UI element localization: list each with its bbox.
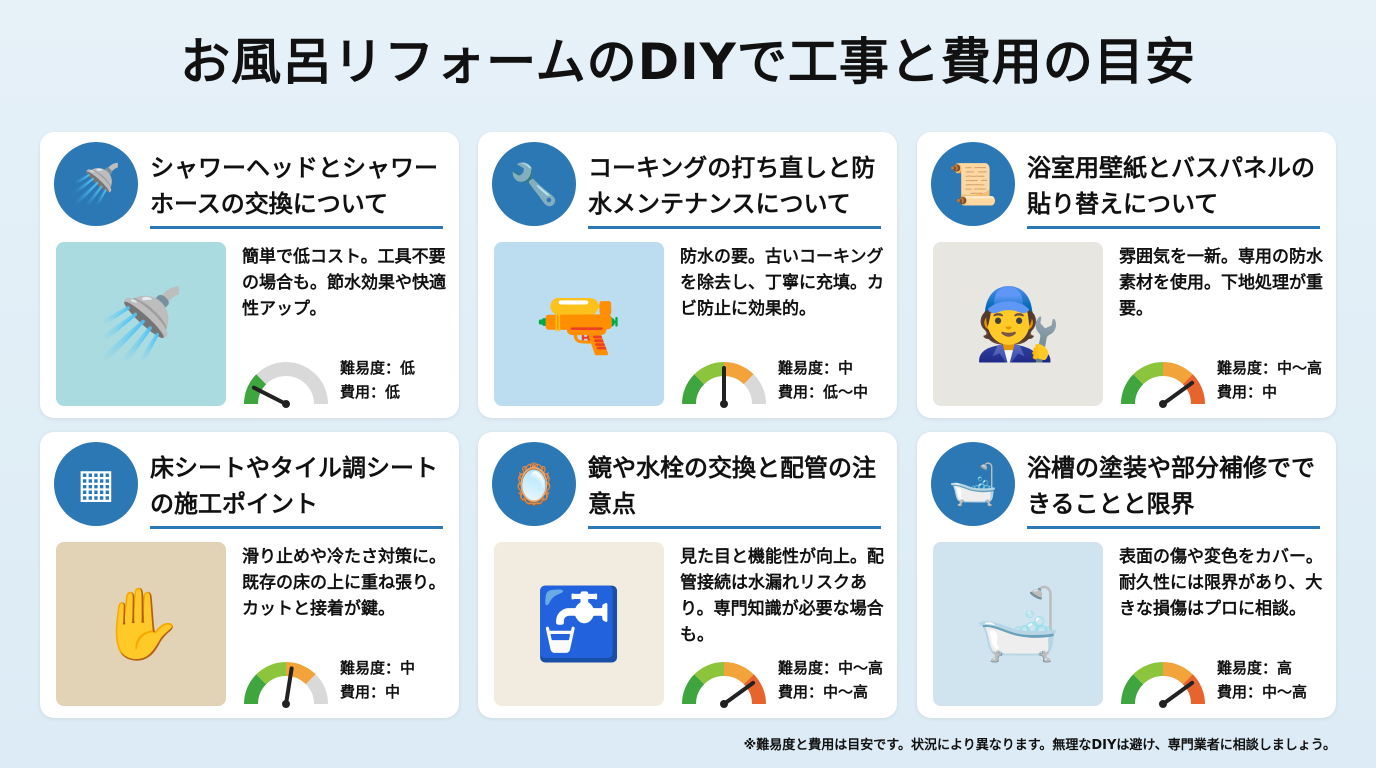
shower-head-icon: 🚿	[54, 142, 138, 226]
gauge-segment	[305, 374, 328, 404]
gauge-segment	[1133, 362, 1163, 385]
gauge-hub	[720, 700, 728, 708]
title-underline	[1027, 226, 1320, 229]
card-description: 滑り止めや冷たさ対策に。既存の床の上に重ね張り。カットと接着が鍵。	[242, 547, 446, 619]
difficulty-label: 難易度：中	[340, 659, 416, 677]
gauge-segment	[694, 362, 724, 385]
title-underline	[588, 526, 881, 529]
difficulty-label: 難易度：中～高	[778, 659, 884, 677]
card-illustration: 🔫	[494, 242, 664, 406]
gauge-segment	[1133, 662, 1163, 685]
footer-note: ※難易度と費用は目安です。状況により異なります。無理なDIYは避け、専門業者に相…	[743, 738, 1336, 753]
gauge-segment	[1163, 662, 1193, 685]
gauge-segment	[256, 662, 286, 685]
title-underline	[150, 226, 443, 229]
cost-label: 費用：中	[340, 683, 401, 701]
title-underline	[1027, 526, 1320, 529]
cost-label: 費用：低～中	[778, 383, 869, 401]
card-description: 防水の要。古いコーキングを除去し、丁寧に充填。カビ防止に効果的。	[680, 247, 884, 319]
card-illustration: 🛁	[933, 542, 1103, 706]
difficulty-label: 難易度：中	[778, 359, 854, 377]
gauge-hub	[1159, 700, 1167, 708]
difficulty-label: 難易度：低	[340, 359, 416, 377]
rating-block: 難易度：中～高 費用：中～高	[778, 656, 883, 704]
difficulty-gauge	[682, 362, 766, 408]
gauge-segment	[256, 362, 286, 385]
gauge-segment	[286, 662, 316, 685]
floor-tile-trowel-icon: ▦	[54, 442, 138, 526]
info-card: 📜 浴室用壁紙とバスパネルの貼り替えについて 🧑‍🔧 雰囲気を一新。専用の防水素…	[917, 132, 1336, 418]
card-title: 浴室用壁紙とバスパネルの貼り替えについて	[1027, 154, 1315, 218]
card-description: 表面の傷や変色をカバー。耐久性には限界があり、大きな損傷はプロに相談。	[1119, 547, 1323, 619]
card-title: 床シートやタイル調シートの施工ポイント	[150, 454, 438, 518]
title-underline	[150, 526, 443, 529]
gauge-segment	[724, 362, 754, 385]
gauge-segment	[244, 674, 267, 704]
cost-label: 費用：中～高	[778, 683, 869, 701]
card-illustration: 🧑‍🔧	[933, 242, 1103, 406]
info-card: 🔧 コーキングの打ち直しと防水メンテナンスについて 🔫 防水の要。古いコーキング…	[478, 132, 897, 418]
difficulty-label: 難易度：中～高	[1217, 359, 1323, 377]
rating-block: 難易度：中～高 費用：中	[1217, 356, 1322, 404]
info-card: 🪞 鏡や水栓の交換と配管の注意点 🚰 見た目と機能性が向上。配管接続は水漏れリス…	[478, 432, 897, 718]
difficulty-gauge	[1121, 662, 1205, 708]
gauge-segment	[743, 374, 766, 404]
bathtub-brush-icon: 🛁	[931, 442, 1015, 526]
rating-block: 難易度：中 費用：中	[340, 656, 415, 704]
rating-block: 難易度：中 費用：低～中	[778, 356, 868, 404]
wallpaper-roll-icon: 📜	[931, 142, 1015, 226]
card-description: 見た目と機能性が向上。配管接続は水漏れリスクあり。専門知識が必要な場合も。	[680, 547, 884, 645]
difficulty-gauge	[682, 662, 766, 708]
rating-block: 難易度：低 費用：低	[340, 356, 415, 404]
card-title: 鏡や水栓の交換と配管の注意点	[588, 454, 876, 518]
card-illustration: ✋	[56, 542, 226, 706]
card-description: 雰囲気を一新。専用の防水素材を使用。下地処理が重要。	[1119, 247, 1323, 319]
cost-label: 費用：低	[340, 383, 401, 401]
gauge-needle	[722, 680, 756, 706]
gauge-hub	[1159, 400, 1167, 408]
difficulty-gauge	[1121, 362, 1205, 408]
gauge-hub	[720, 400, 728, 408]
cost-label: 費用：中	[1217, 383, 1278, 401]
gauge-segment	[1182, 674, 1205, 704]
gauge-segment	[694, 662, 724, 685]
card-illustration: 🚰	[494, 542, 664, 706]
cost-label: 費用：中～高	[1217, 683, 1308, 701]
gauge-segment	[1182, 374, 1205, 404]
gauge-segment	[286, 362, 316, 385]
difficulty-gauge	[244, 362, 328, 408]
card-title: コーキングの打ち直しと防水メンテナンスについて	[588, 154, 876, 218]
gauge-segment	[1163, 362, 1193, 385]
title-underline	[588, 226, 881, 229]
gauge-segment	[1121, 674, 1144, 704]
info-card: 🚿 シャワーヘッドとシャワーホースの交換について 🚿 簡単で低コスト。工具不要の…	[40, 132, 459, 418]
gauge-needle	[1161, 380, 1195, 406]
gauge-segment	[724, 662, 754, 685]
gauge-segment	[1121, 374, 1144, 404]
rating-block: 難易度：高 費用：中～高	[1217, 656, 1307, 704]
difficulty-gauge	[244, 662, 328, 708]
caulking-gun-icon: 🔧	[492, 142, 576, 226]
card-description: 簡単で低コスト。工具不要の場合も。節水効果や快適性アップ。	[242, 247, 446, 319]
gauge-segment	[682, 374, 705, 404]
card-title: シャワーヘッドとシャワーホースの交換について	[150, 154, 438, 218]
gauge-segment	[305, 674, 328, 704]
gauge-needle	[251, 385, 288, 406]
card-title: 浴槽の塗装や部分補修でできることと限界	[1027, 454, 1315, 518]
card-illustration: 🚿	[56, 242, 226, 406]
gauge-needle	[284, 666, 294, 706]
difficulty-label: 難易度：高	[1217, 659, 1293, 677]
gauge-segment	[743, 674, 766, 704]
gauge-hub	[282, 700, 290, 708]
mirror-and-tools-icon: 🪞	[492, 442, 576, 526]
info-card: 🛁 浴槽の塗装や部分補修でできることと限界 🛁 表面の傷や変色をカバー。耐久性に…	[917, 432, 1336, 718]
info-card: ▦ 床シートやタイル調シートの施工ポイント ✋ 滑り止めや冷たさ対策に。既存の床…	[40, 432, 459, 718]
page-title: お風呂リフォームのDIYで工事と費用の目安	[180, 33, 1196, 91]
gauge-needle	[1161, 680, 1195, 706]
gauge-hub	[282, 400, 290, 408]
gauge-segment	[682, 674, 705, 704]
